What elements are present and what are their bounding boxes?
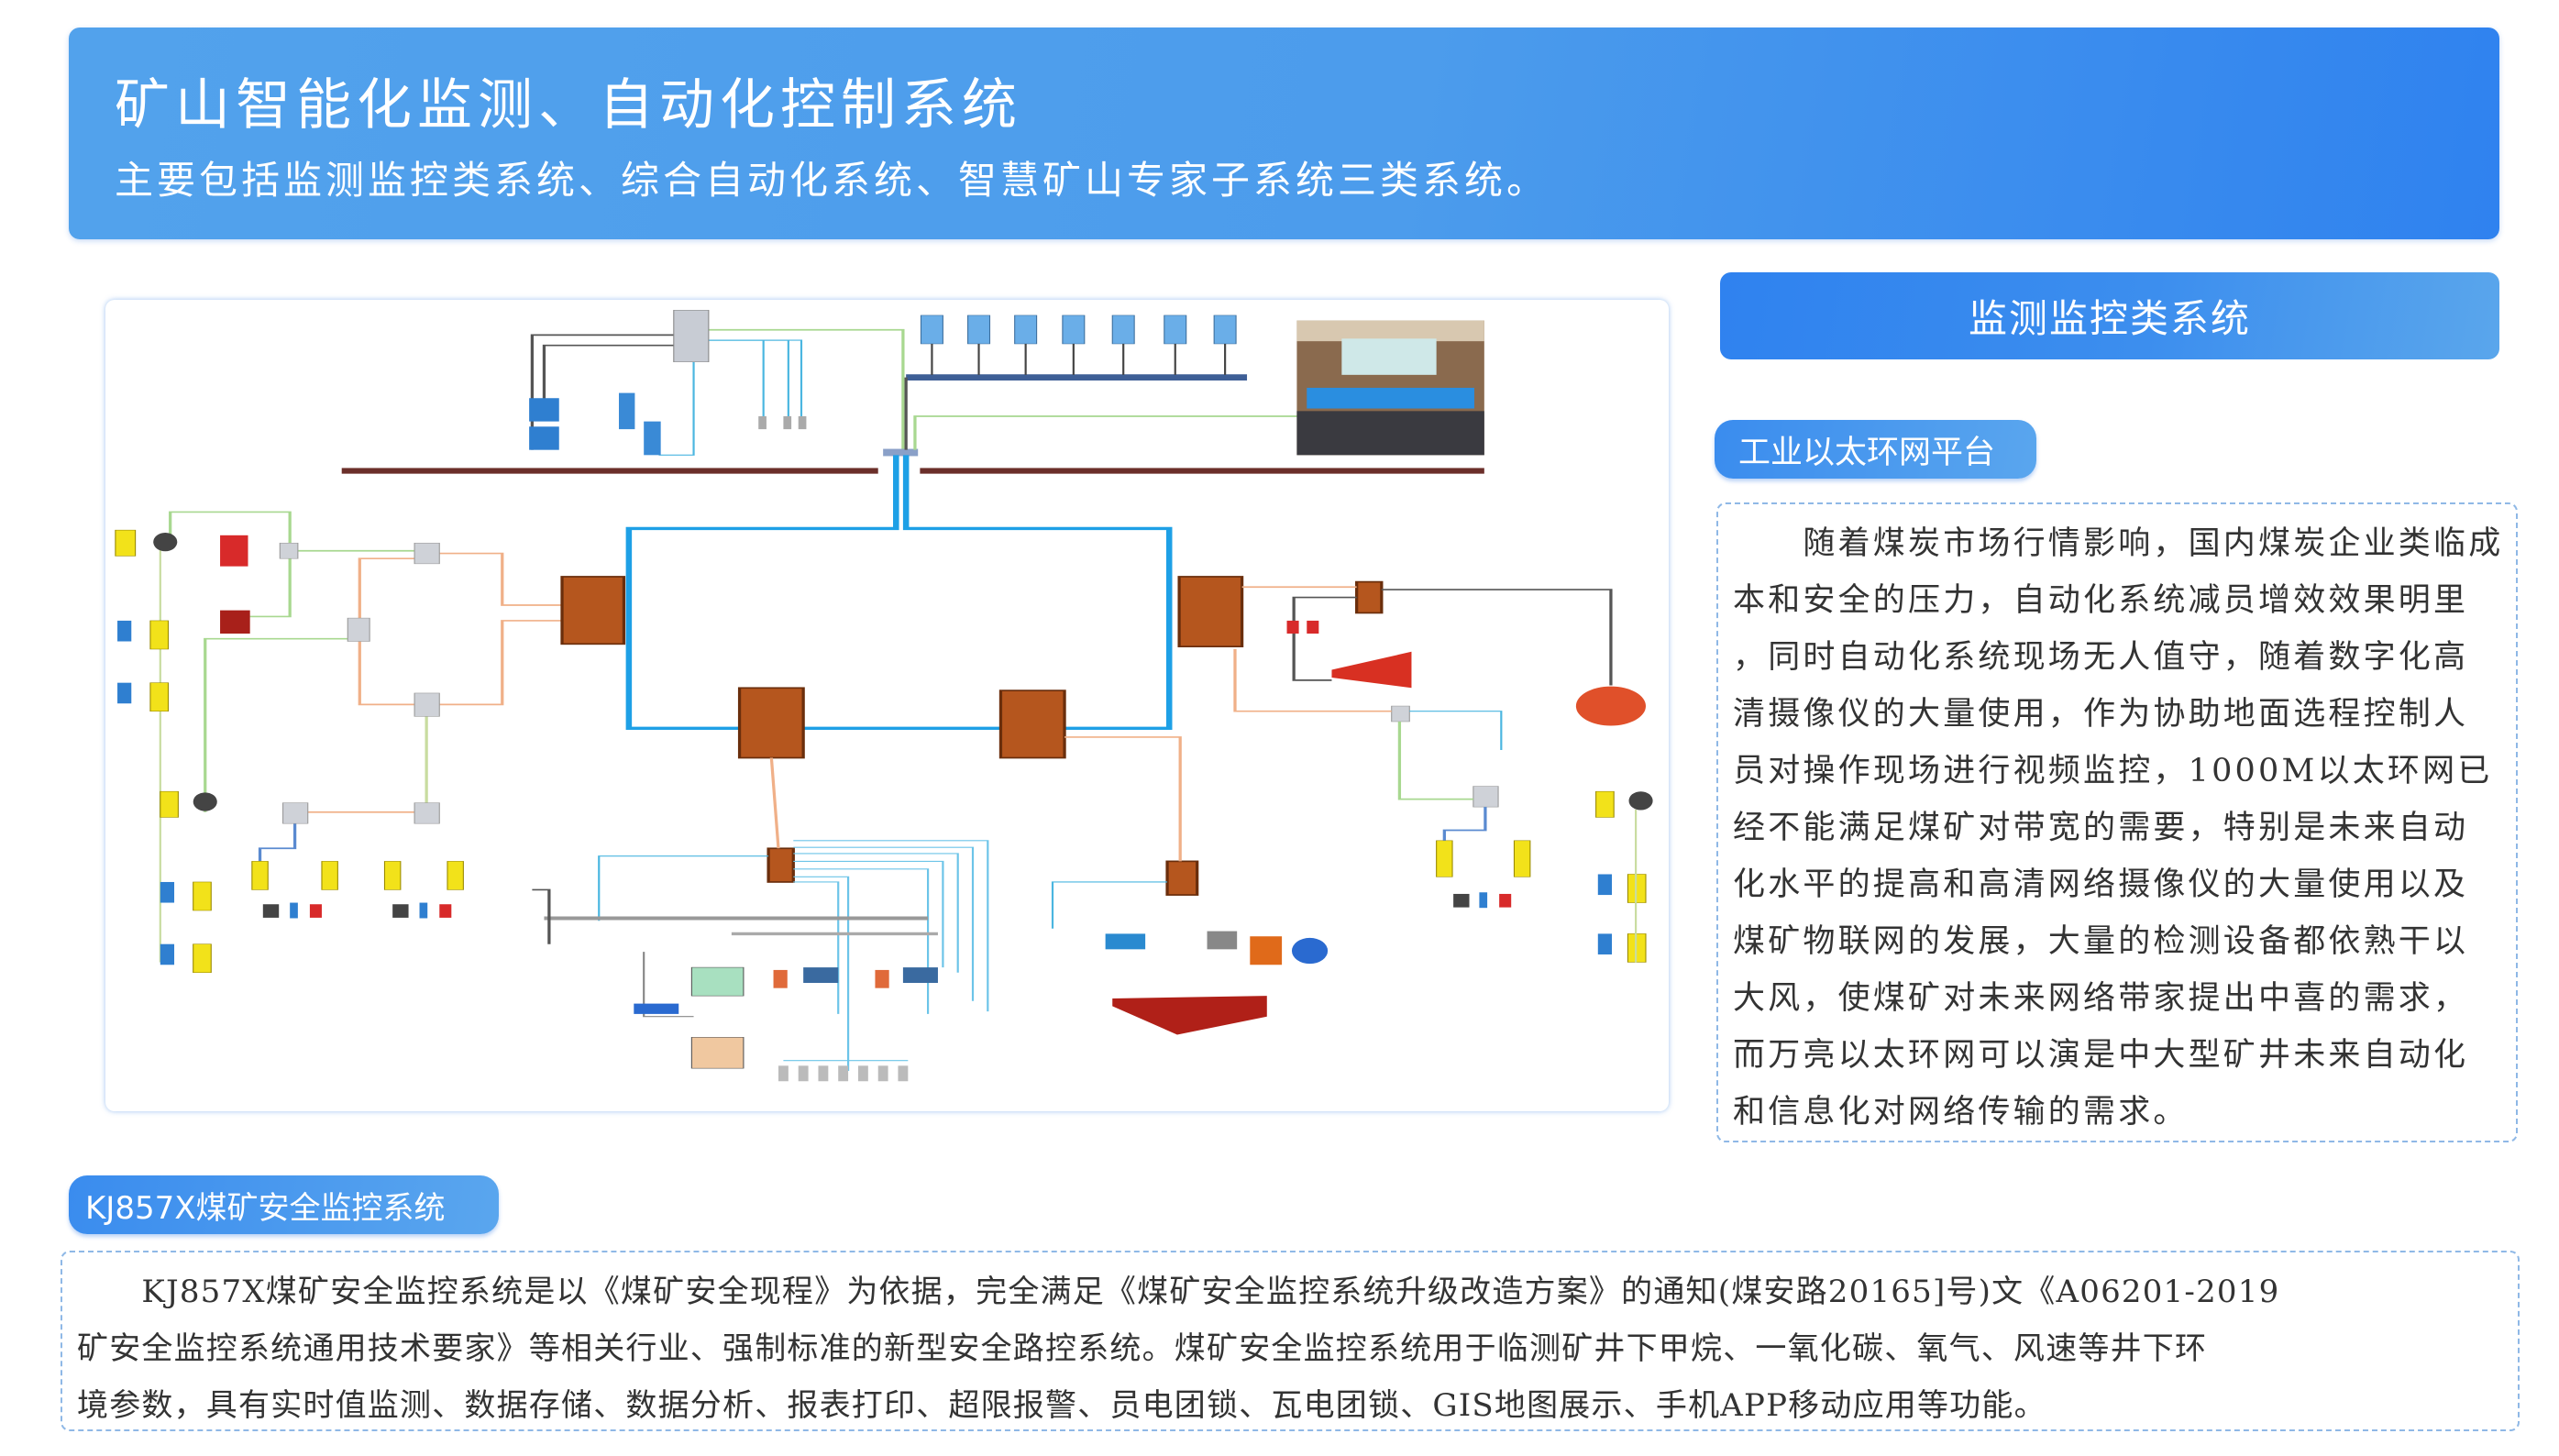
paragraph-line: KJ857X煤矿安全监控系统是以《煤矿安全现程》为依据，完全满足《煤矿安全监控系…	[77, 1274, 2280, 1310]
page-subtitle: 主要包括监测监控类系统、综合自动化系统、智慧矿山专家子系统三类系统。	[115, 158, 1550, 203]
pump-station	[532, 840, 989, 1082]
left-branch-wiring	[159, 511, 565, 963]
ring-network	[625, 455, 1173, 731]
sensor-probes	[117, 620, 1613, 965]
substation-switches	[560, 576, 1384, 896]
paragraph-line: 和信息化对网络传输的需求。	[1733, 1094, 2189, 1131]
topology-svg	[115, 310, 1653, 1082]
alarm-devices	[220, 535, 1512, 918]
page-title: 矿山智能化监测、自动化控制系统	[115, 73, 1022, 138]
workstation-monitors	[904, 314, 1248, 450]
ethernet-ring-description: 随着煤炭市场行情影响，国内煤炭企业类临成 本和安全的压力，自动化系统减员增效效果…	[1716, 502, 2518, 1142]
header-banner: 矿山智能化监测、自动化控制系统 主要包括监测监控类系统、综合自动化系统、智慧矿山…	[69, 28, 2499, 239]
kj857x-description: KJ857X煤矿安全监控系统是以《煤矿安全现程》为依据，完全满足《煤矿安全监控系…	[61, 1251, 2520, 1431]
section-title-monitoring: 监测监控类系统	[1720, 272, 2499, 359]
paragraph-line: 员对操作现场进行视频监控，1000M以太环网已	[1733, 753, 2493, 789]
power-bus	[341, 468, 1484, 474]
paragraph-line: 本和安全的压力，自动化系统减员增效效果明里	[1733, 582, 2469, 619]
system-topology-diagram	[105, 300, 1669, 1111]
paragraph-line: 大风，使煤矿对未来网络带家提出中喜的需求，	[1733, 980, 2469, 1017]
cameras	[153, 532, 1653, 918]
paragraph-line: 经不能满足煤矿对带宽的需要，特别是未来自动	[1733, 810, 2469, 846]
surface-servers	[529, 310, 919, 457]
paragraph-line: 煤矿物联网的发展，大量的检测设备都依熟干以	[1733, 923, 2469, 960]
gas-sensors	[115, 529, 1647, 974]
paragraph-line: 而万亮以太环网可以演是中大型矿井未来自动化	[1733, 1037, 2469, 1074]
fans-and-conveyor	[1105, 620, 1646, 1035]
tag-ethernet-ring-platform: 工业以太环网平台	[1715, 420, 2036, 479]
paragraph-line: 矿安全监控系统通用技术要家》等相关行业、强制标准的新型安全路控系统。煤矿安全监控…	[77, 1330, 2208, 1367]
tag-kj857x-system: KJ857X煤矿安全监控系统	[69, 1175, 499, 1234]
right-branch-wiring	[769, 586, 1638, 963]
paragraph-line: 随着煤炭市场行情影响，国内煤炭企业类临成	[1733, 525, 2504, 562]
paragraph-line: 境参数，具有实时值监测、数据存储、数据分析、报表打印、超限报警、员电团锁、瓦电团…	[77, 1387, 2046, 1424]
paragraph-line: 清摄像仪的大量使用，作为协助地面选程控制人	[1733, 696, 2469, 733]
junction-boxes	[279, 542, 1499, 824]
control-room-image	[913, 320, 1484, 456]
paragraph-line: ，同时自动化系统现场无人值守，随着数字化高	[1733, 639, 2469, 676]
paragraph-line: 化水平的提高和高清网络摄像仪的大量使用以及	[1733, 866, 2469, 903]
